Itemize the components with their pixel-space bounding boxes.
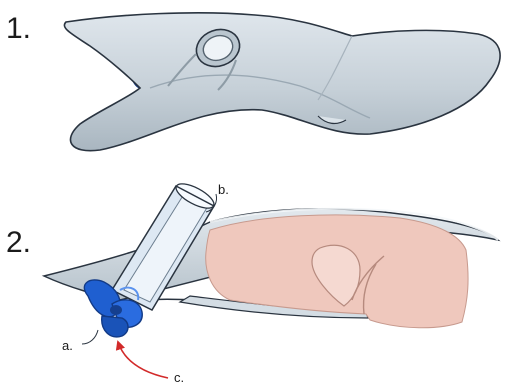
callout-c-arrow <box>118 342 168 378</box>
panel-2-number: 2. <box>6 226 31 259</box>
callout-a-label: a. <box>62 338 73 353</box>
panel-2-cross-section <box>44 179 498 337</box>
callout-b-label: b. <box>218 182 229 197</box>
panel-1-hull-illustration <box>64 13 500 151</box>
panel-2-propeller <box>84 280 142 337</box>
callout-a-leader <box>82 330 98 344</box>
callout-c-label: c. <box>174 370 184 385</box>
panel-1-number: 1. <box>6 12 31 45</box>
